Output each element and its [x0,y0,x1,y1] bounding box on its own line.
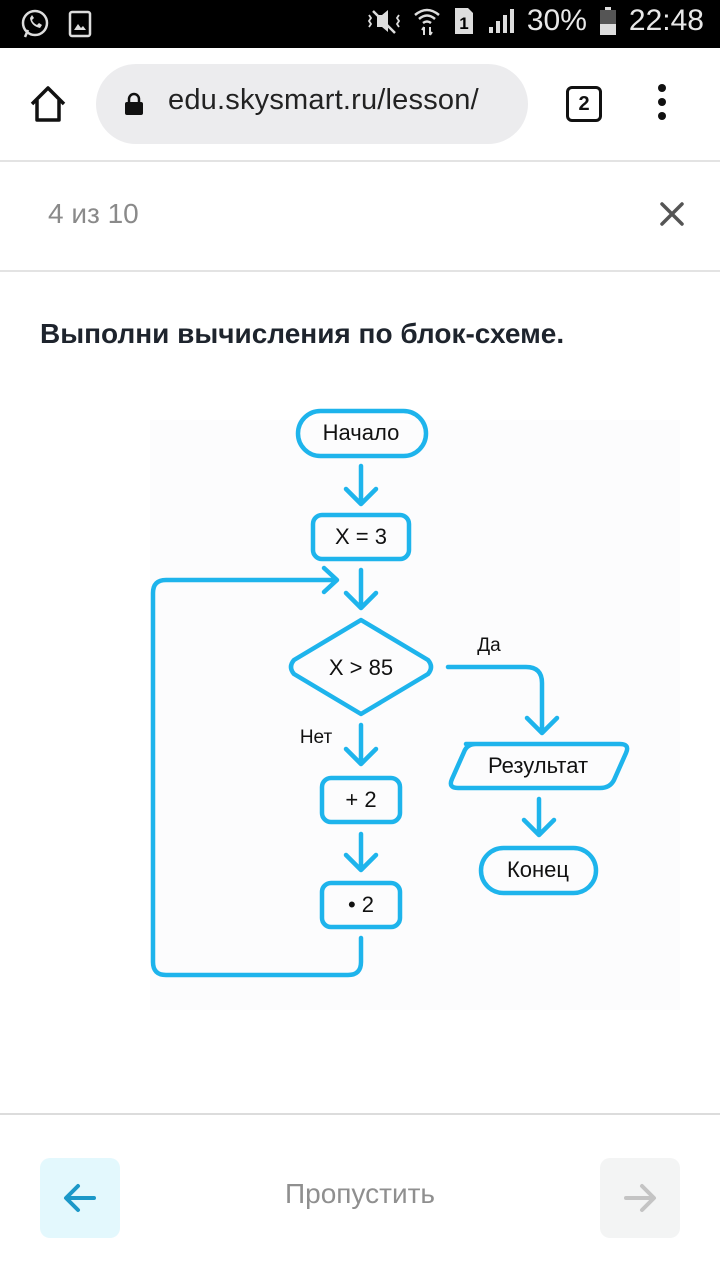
start-node-label: Начало [322,420,400,445]
question-text: Выполни вычисления по блок-схеме. [40,318,565,349]
lesson-header: 4 из 10 [0,162,720,272]
arrow-right-icon [624,1184,656,1212]
arrow-start-assign [343,463,379,507]
arrow-add-multiply [343,831,379,873]
gallery-icon [68,10,92,38]
loop-back-arrow [150,565,364,978]
skip-button[interactable]: Пропустить [285,1178,435,1209]
arrow-left-icon [64,1184,96,1212]
condition-node-label: X > 85 [328,655,394,680]
more-menu-icon[interactable] [652,84,672,124]
end-node [478,845,599,896]
back-button[interactable] [40,1158,120,1238]
home-icon[interactable] [28,84,68,124]
url-text[interactable]: edu.skysmart.ru/lesson/ [168,84,479,116]
arrow-output-end [521,796,557,838]
output-node-label: Результат [487,753,589,778]
lock-icon [125,92,143,115]
battery-icon [599,7,616,35]
yes-edge-label: Да [477,635,501,656]
whatsapp-icon [21,9,49,38]
tab-switcher-button[interactable]: 2 [566,86,602,122]
battery-percent: 30% [526,4,587,37]
assign-node-label: X = 3 [335,524,387,549]
arrow-no [343,722,379,767]
svg-text:1: 1 [459,14,468,33]
assign-node [310,512,412,562]
no-edge-label: Нет [299,727,333,748]
sim-1-icon: 1 [454,8,473,34]
task-progress: 4 из 10 [48,198,139,229]
signal-icon [488,9,514,33]
end-node-label: Конец [506,857,570,882]
add-node-label: + 2 [345,787,377,812]
footer-divider [0,1113,720,1115]
next-button[interactable] [600,1158,680,1238]
multiply-node [319,880,403,930]
output-node [448,741,630,791]
clock: 22:48 [628,4,704,37]
address-bar[interactable]: edu.skysmart.ru/lesson/ [96,64,528,144]
close-icon[interactable] [656,198,688,230]
browser-toolbar: edu.skysmart.ru/lesson/ 2 [0,48,720,162]
status-bar: 1 30% 22:48 [0,0,720,48]
flowchart-background [150,420,680,1010]
condition-node [288,617,434,717]
wifi-icon [414,8,440,36]
mute-vibrate-icon [367,10,400,34]
arrow-yes [445,664,560,736]
start-node [295,408,429,459]
add-node [319,775,403,825]
multiply-node-label: • 2 [347,892,375,917]
arrow-assign-condition [343,567,379,611]
